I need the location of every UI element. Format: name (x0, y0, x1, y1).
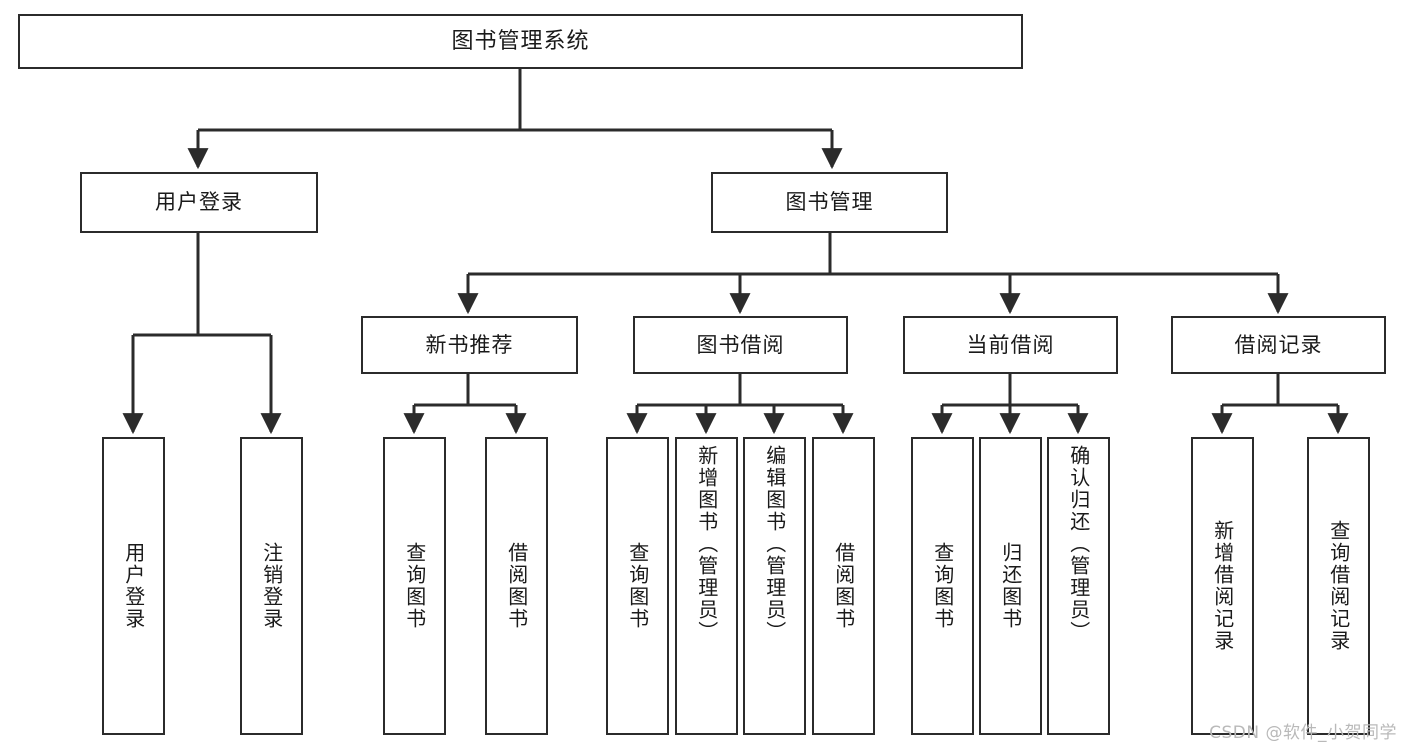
node-leaf-edit-book-label: 编辑图书（管理员） (762, 445, 787, 643)
node-leaf-user-login-label: 用户登录 (121, 542, 146, 630)
node-leaf-query-book-3-label: 查询图书 (930, 542, 955, 630)
node-book-borrow-label: 图书借阅 (696, 332, 785, 357)
node-leaf-query-book-2-label: 查询图书 (625, 542, 650, 630)
node-leaf-user-logout-label: 注销登录 (259, 542, 284, 630)
node-user-login[interactable]: 用户登录 (80, 172, 318, 233)
node-leaf-query-record[interactable]: 查询借阅记录 (1307, 437, 1370, 735)
node-new-book-recommend-label: 新书推荐 (425, 332, 514, 357)
node-borrow-record-label: 借阅记录 (1234, 332, 1323, 357)
node-leaf-borrow-book-1[interactable]: 借阅图书 (485, 437, 548, 735)
node-current-borrow-label: 当前借阅 (966, 332, 1055, 357)
node-leaf-return-book[interactable]: 归还图书 (979, 437, 1042, 735)
node-leaf-user-logout[interactable]: 注销登录 (240, 437, 303, 735)
node-leaf-borrow-book-2-label: 借阅图书 (831, 542, 856, 630)
node-book-manage[interactable]: 图书管理 (711, 172, 948, 233)
node-leaf-return-book-label: 归还图书 (998, 542, 1023, 630)
node-leaf-query-book-1[interactable]: 查询图书 (383, 437, 446, 735)
node-book-manage-label: 图书管理 (785, 190, 874, 215)
node-leaf-borrow-book-1-label: 借阅图书 (504, 542, 529, 630)
node-leaf-add-record[interactable]: 新增借阅记录 (1191, 437, 1254, 735)
node-leaf-edit-book[interactable]: 编辑图书（管理员） (743, 437, 806, 735)
node-leaf-user-login[interactable]: 用户登录 (102, 437, 165, 735)
node-leaf-query-book-1-label: 查询图书 (402, 542, 427, 630)
node-leaf-add-record-label: 新增借阅记录 (1210, 520, 1235, 652)
node-borrow-record[interactable]: 借阅记录 (1171, 316, 1386, 374)
node-user-login-label: 用户登录 (155, 190, 243, 215)
node-leaf-query-book-3[interactable]: 查询图书 (911, 437, 974, 735)
node-root[interactable]: 图书管理系统 (18, 14, 1023, 69)
node-root-label: 图书管理系统 (451, 28, 590, 54)
node-leaf-confirm-return[interactable]: 确认归还（管理员） (1047, 437, 1110, 735)
node-leaf-query-record-label: 查询借阅记录 (1326, 520, 1351, 652)
node-leaf-add-book-label: 新增图书（管理员） (694, 445, 719, 643)
node-current-borrow[interactable]: 当前借阅 (903, 316, 1118, 374)
node-leaf-confirm-return-label: 确认归还（管理员） (1066, 445, 1091, 643)
node-leaf-query-book-2[interactable]: 查询图书 (606, 437, 669, 735)
node-leaf-borrow-book-2[interactable]: 借阅图书 (812, 437, 875, 735)
node-new-book-recommend[interactable]: 新书推荐 (361, 316, 578, 374)
watermark: CSDN @软件_小贺同学 (1209, 723, 1397, 743)
node-leaf-add-book[interactable]: 新增图书（管理员） (675, 437, 738, 735)
node-book-borrow[interactable]: 图书借阅 (633, 316, 848, 374)
